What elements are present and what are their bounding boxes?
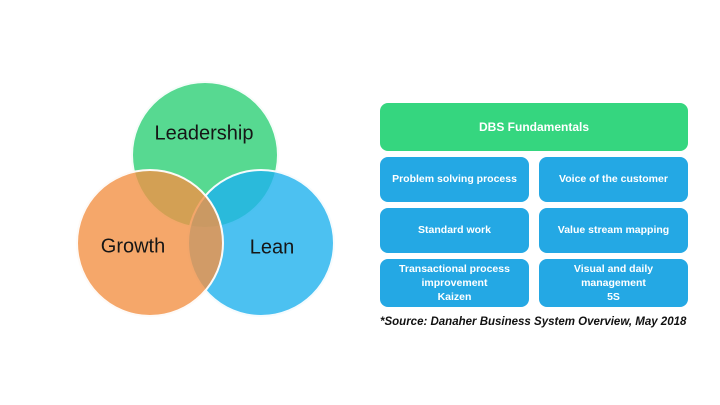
dbs-panel: DBS Fundamentals Problem solving process… — [380, 103, 688, 328]
tool-box-visual-and-daily-management-5s: Visual and daily management 5S — [539, 259, 688, 307]
venn-label-growth: Growth — [100, 235, 166, 258]
source-note: *Source: Danaher Business System Overvie… — [380, 316, 687, 328]
venn-label-leadership: Leadership — [154, 122, 254, 145]
tool-box-voice-of-the-customer: Voice of the customer — [539, 157, 688, 202]
venn-circle-growth — [76, 169, 224, 317]
venn-label-lean: Lean — [249, 236, 295, 259]
tool-box-problem-solving-process: Problem solving process — [380, 157, 529, 202]
tool-box-standard-work: Standard work — [380, 208, 529, 253]
tool-box-transactional-process-improvement-kaizen: Transactional process improvement Kaizen — [380, 259, 529, 307]
tool-box-value-stream-mapping: Value stream mapping — [539, 208, 688, 253]
venn-diagram: Leadership Growth Lean — [76, 81, 335, 317]
dbs-tools-grid: Problem solving process Voice of the cus… — [380, 157, 688, 307]
dbs-fundamentals-header-box: DBS Fundamentals — [380, 103, 688, 151]
